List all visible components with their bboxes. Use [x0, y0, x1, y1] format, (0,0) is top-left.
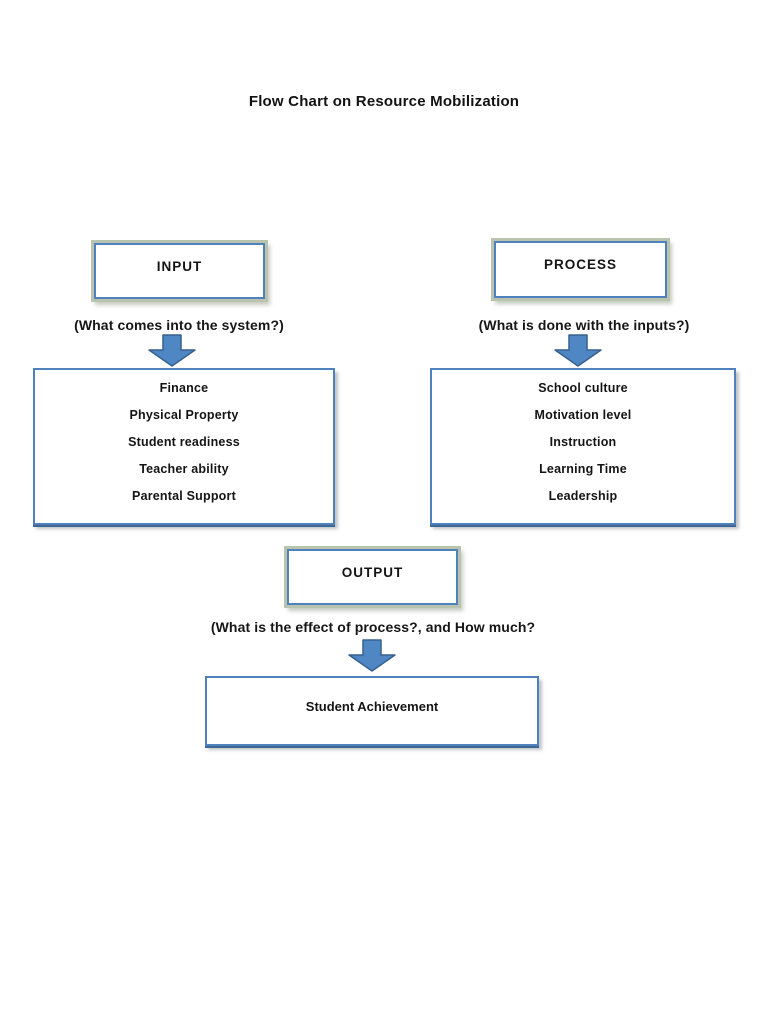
process-list-item: Leadership	[548, 488, 618, 503]
process-list-item: Motivation level	[534, 407, 632, 422]
process-header-label: PROCESS	[543, 257, 618, 272]
process-question: (What is done with the inputs?)	[478, 317, 690, 333]
input-list-item: Student readiness	[128, 434, 240, 449]
process-header-box: PROCESS	[494, 241, 667, 298]
input-header-label: INPUT	[156, 258, 203, 274]
process-list-item: Learning Time	[539, 461, 627, 476]
input-list-item: Physical Property	[129, 407, 239, 422]
input-list-item: Teacher ability	[139, 461, 229, 476]
down-arrow-icon	[348, 639, 396, 672]
input-list-box: Finance Physical Property Student readin…	[33, 368, 335, 525]
input-header-box: INPUT	[94, 243, 265, 299]
output-header-label: OUTPUT	[341, 564, 404, 580]
input-list-item: Parental Support	[132, 488, 236, 503]
process-list-item: Instruction	[549, 434, 617, 449]
process-list-box: School culture Motivation level Instruct…	[430, 368, 736, 525]
down-arrow-icon	[148, 334, 196, 367]
output-header-box: OUTPUT	[287, 549, 458, 605]
result-box: Student Achievement	[205, 676, 539, 746]
input-question: (What comes into the system?)	[74, 317, 284, 333]
process-list-item: School culture	[538, 380, 628, 395]
result-label: Student Achievement	[305, 698, 439, 714]
input-list-item: Finance	[159, 380, 209, 395]
down-arrow-icon	[554, 334, 602, 367]
output-question: (What is the effect of process?, and How…	[210, 619, 536, 635]
page-title: Flow Chart on Resource Mobilization	[248, 93, 520, 110]
